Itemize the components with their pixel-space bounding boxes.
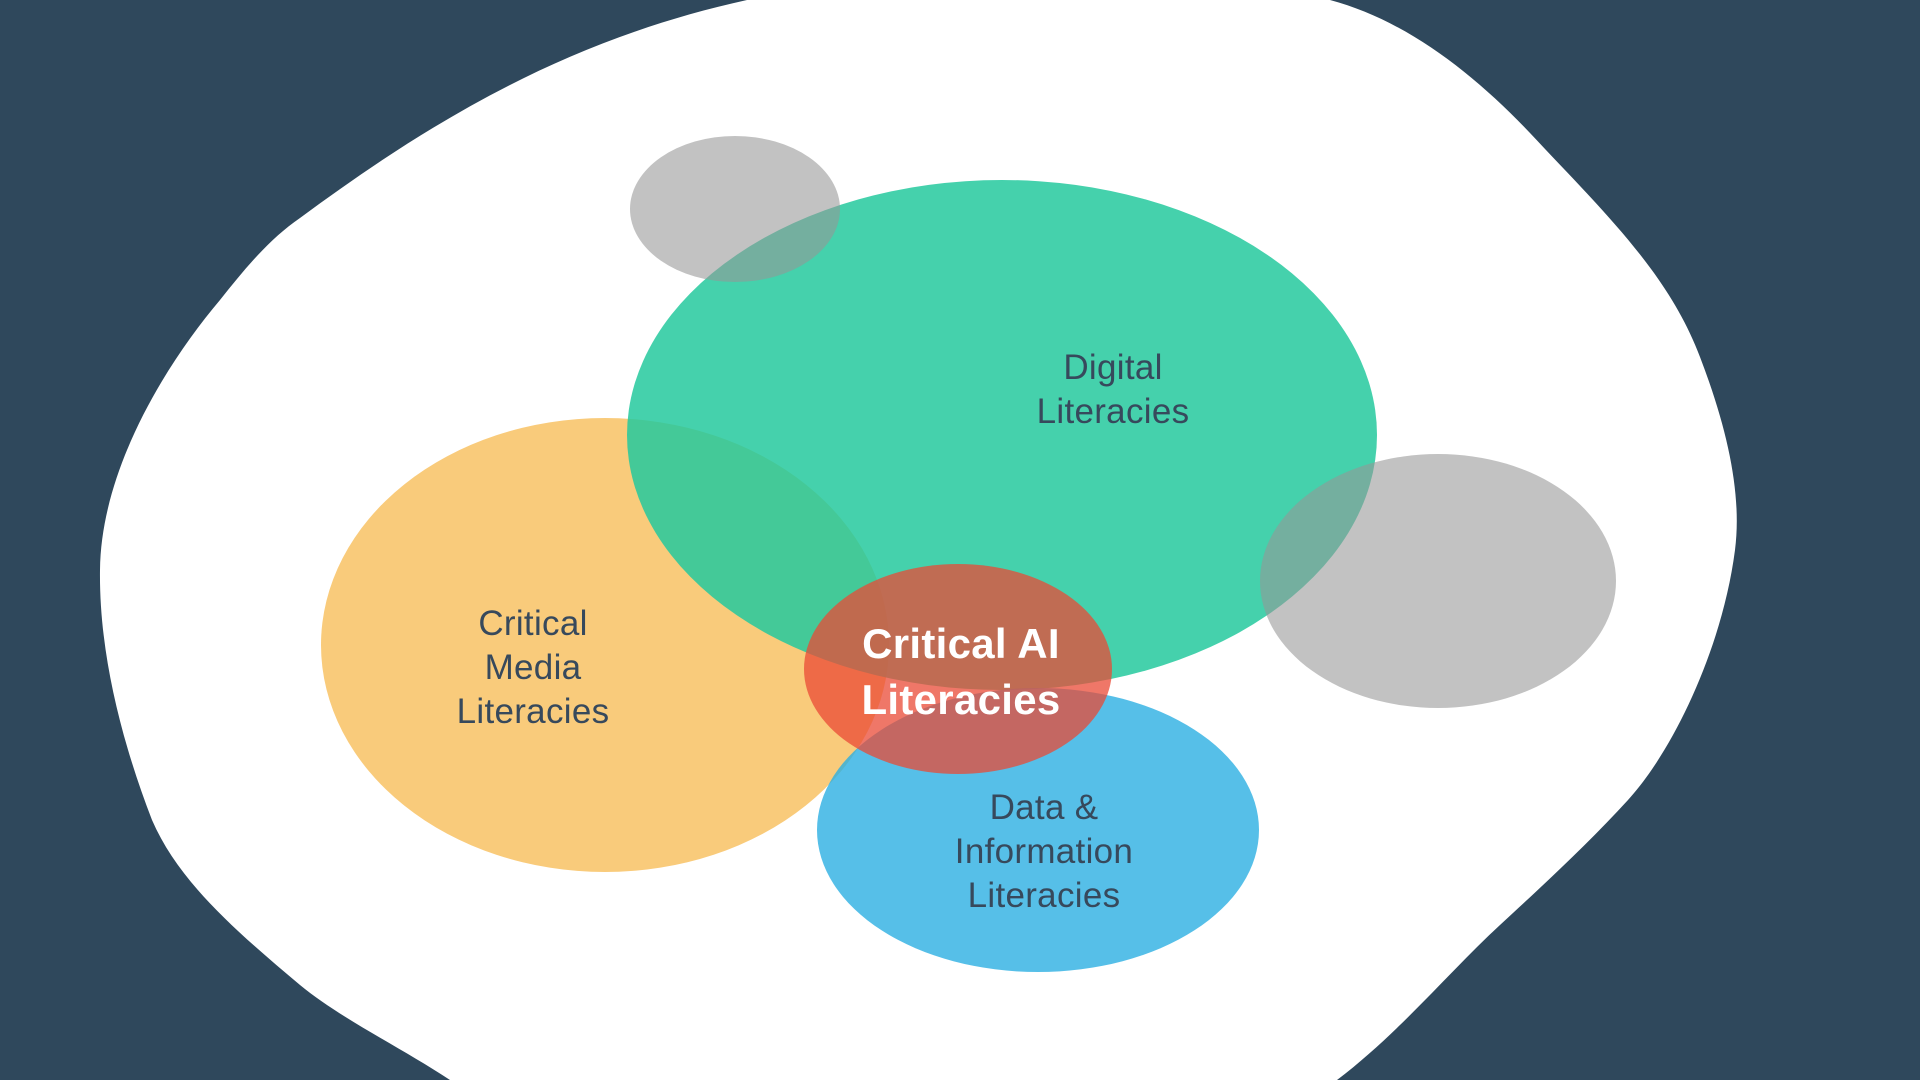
label-line: Literacies <box>1036 392 1190 431</box>
critical-ai-literacies-label: Critical AI Literacies <box>861 616 1060 728</box>
critical-ai-literacies-ellipse <box>804 564 1112 774</box>
label-line: Literacies <box>861 676 1061 723</box>
label-line: Literacies <box>456 692 610 731</box>
label-line: Information <box>954 832 1134 871</box>
unlabeled-gray-ellipse-right <box>1260 454 1616 708</box>
label-line: Critical <box>478 604 588 643</box>
digital-literacies-label: Digital Literacies <box>1037 346 1190 434</box>
label-line: Digital <box>1063 348 1163 387</box>
label-line: Data & <box>989 788 1099 827</box>
label-line: Literacies <box>967 876 1121 915</box>
unlabeled-gray-ellipse-top <box>630 136 840 282</box>
critical-media-literacies-label: Critical Media Literacies <box>457 602 610 734</box>
data-information-literacies-label: Data & Information Literacies <box>955 786 1133 918</box>
label-line: Media <box>484 648 582 687</box>
digital-literacies-ellipse <box>627 180 1377 690</box>
label-line: Critical AI <box>862 620 1060 667</box>
